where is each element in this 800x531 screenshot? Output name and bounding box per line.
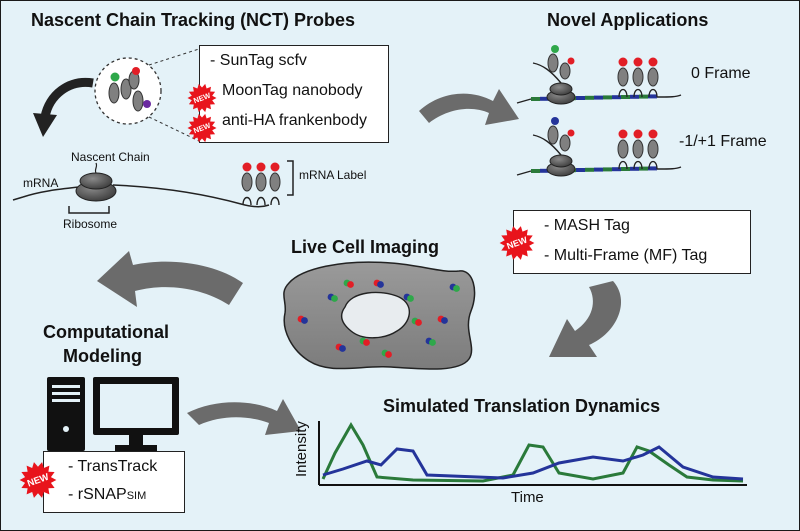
nascent-chain-squiggle bbox=[94, 162, 98, 174]
mrna-tag-label: mRNA Label bbox=[299, 168, 367, 182]
probe-suntag: - SunTag scfv bbox=[210, 52, 307, 69]
tool-rsnapsim: - rSNAPSIM bbox=[68, 486, 147, 503]
intensity-plot bbox=[318, 421, 747, 486]
computer-icon bbox=[47, 377, 179, 451]
curved-arrow-probes-to-mrna bbox=[40, 77, 94, 119]
curved-arrow-model-to-sim bbox=[187, 399, 301, 435]
frame0-label: 0 Frame bbox=[691, 65, 751, 82]
ribosome bbox=[75, 172, 117, 202]
ribosome-label: Ribosome bbox=[63, 217, 118, 231]
new-badge-mash: NEW bbox=[499, 226, 535, 260]
probe-moontag: MoonTag nanobody bbox=[222, 82, 363, 99]
comp-title-line1: Computational bbox=[43, 322, 169, 342]
novel-title: Novel Applications bbox=[547, 10, 709, 30]
curved-arrow-tags-to-live bbox=[549, 281, 622, 357]
trace-green bbox=[321, 422, 744, 483]
nct-title: Nascent Chain Tracking (NCT) Probes bbox=[31, 10, 356, 30]
mrna-strand bbox=[22, 184, 270, 208]
nascent-chain-label: Nascent Chain bbox=[71, 150, 150, 164]
tag-multiframe: - Multi-Frame (MF) Tag bbox=[544, 247, 708, 264]
construct-0-frame bbox=[516, 45, 682, 105]
curved-arrow-live-to-left bbox=[97, 251, 243, 307]
cell-nucleus bbox=[340, 291, 410, 339]
curved-arrow-nct-to-novel bbox=[419, 89, 519, 125]
new-badge-transtrack: NEW bbox=[19, 462, 57, 498]
tool-transtrack: - TransTrack bbox=[68, 458, 158, 475]
trace-blue bbox=[322, 445, 744, 481]
comp-title-line2: Modeling bbox=[63, 346, 142, 366]
mrna-label: mRNA bbox=[23, 176, 59, 190]
live-title: Live Cell Imaging bbox=[291, 237, 440, 257]
construct-shifted-frame bbox=[516, 117, 682, 177]
new-badge-moontag: NEW bbox=[187, 83, 217, 113]
tool-list-box: - TransTrack - rSNAPSIM bbox=[43, 451, 185, 513]
tag-mash: - MASH Tag bbox=[544, 217, 630, 234]
probe-list-box: - SunTag scfv MoonTag nanobody anti-HA f… bbox=[199, 45, 389, 143]
sim-title: Simulated Translation Dynamics bbox=[383, 396, 661, 416]
x-axis-label: Time bbox=[511, 489, 544, 506]
mrna-stem-loops bbox=[241, 162, 281, 206]
probe-frankenbody: anti-HA frankenbody bbox=[222, 112, 367, 129]
tag-list-box: - MASH Tag - Multi-Frame (MF) Tag bbox=[513, 210, 751, 274]
cell-particles bbox=[297, 279, 460, 358]
new-badge-frankenbody: NEW bbox=[187, 113, 217, 143]
frame-shift-label: -1/+1 Frame bbox=[679, 133, 767, 150]
probe-cluster bbox=[108, 67, 151, 112]
y-axis-label: Intensity bbox=[293, 421, 310, 477]
